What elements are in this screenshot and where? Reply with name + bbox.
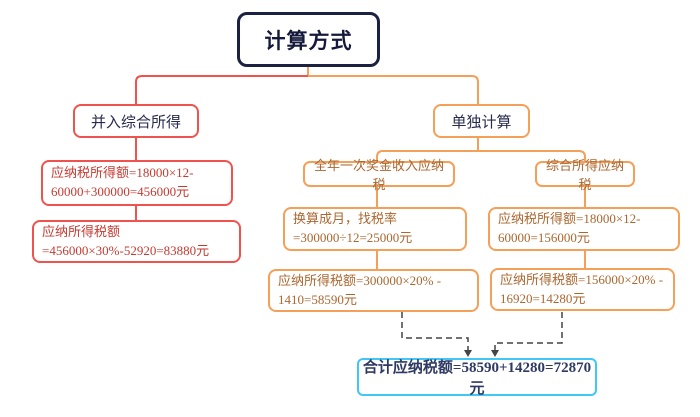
node-comprehensive-tax-label[interactable]: 综合所得应纳税 (535, 158, 635, 192)
node-total-tax[interactable]: 合计应纳税额=58590+14280=72870元 (357, 358, 597, 397)
branch-separate-label: 单独计算 (451, 113, 512, 131)
connector-separate-split (376, 137, 586, 161)
dashed-arrowhead-right (491, 350, 499, 357)
comprehensive-tax-payable-text: 应纳所得税额=156000×20% - 16920=14280元 (500, 271, 664, 306)
connector-merge-branch (135, 75, 308, 104)
node-bonus-tax-payable[interactable]: 应纳所得税额=300000×20% - 1410=58590元 (268, 269, 479, 312)
dashed-arrow-left (401, 312, 469, 351)
comprehensive-tax-label-text: 综合所得应纳税 (545, 158, 624, 192)
merge-tax-payable-text: 应纳所得税额=456000×30%-52920=83880元 (42, 223, 210, 258)
root-node-label: 计算方式 (264, 29, 353, 53)
branch-merge-label: 并入综合所得 (90, 113, 181, 131)
connector-separate-branch (308, 75, 479, 104)
dashed-arrow-right (494, 312, 563, 351)
total-tax-text: 合计应纳税额=58590+14280=72870元 (362, 360, 592, 397)
branch-node-merge-comprehensive[interactable]: 并入综合所得 (73, 104, 199, 138)
node-merge-taxable-income[interactable]: 应纳税所得额=18000×12-60000+300000=456000元 (41, 160, 233, 206)
node-bonus-monthly-rate[interactable]: 换算成月，找税率=300000÷12=25000元 (283, 207, 467, 251)
comprehensive-taxable-income-text: 应纳税所得额=18000×12-60000=156000元 (498, 211, 641, 245)
bonus-tax-payable-text: 应纳所得税额=300000×20% - 1410=58590元 (278, 272, 442, 307)
dashed-arrowhead-left (464, 350, 472, 357)
branch-node-separate-calculation[interactable]: 单独计算 (433, 104, 530, 138)
node-comprehensive-taxable-income[interactable]: 应纳税所得额=18000×12-60000=156000元 (488, 207, 680, 251)
bonus-monthly-rate-text: 换算成月，找税率=300000÷12=25000元 (293, 211, 413, 245)
root-node-calculation-method[interactable]: 计算方式 (237, 12, 380, 67)
node-annual-bonus-tax-label[interactable]: 全年一次奖金收入应纳税 (303, 158, 455, 192)
node-merge-tax-payable[interactable]: 应纳所得税额=456000×30%-52920=83880元 (32, 220, 241, 263)
node-comprehensive-tax-payable[interactable]: 应纳所得税额=156000×20% - 16920=14280元 (490, 268, 675, 311)
merge-taxable-income-text: 应纳税所得额=18000×12-60000+300000=456000元 (51, 165, 194, 199)
annual-bonus-tax-label-text: 全年一次奖金收入应纳税 (313, 158, 444, 192)
